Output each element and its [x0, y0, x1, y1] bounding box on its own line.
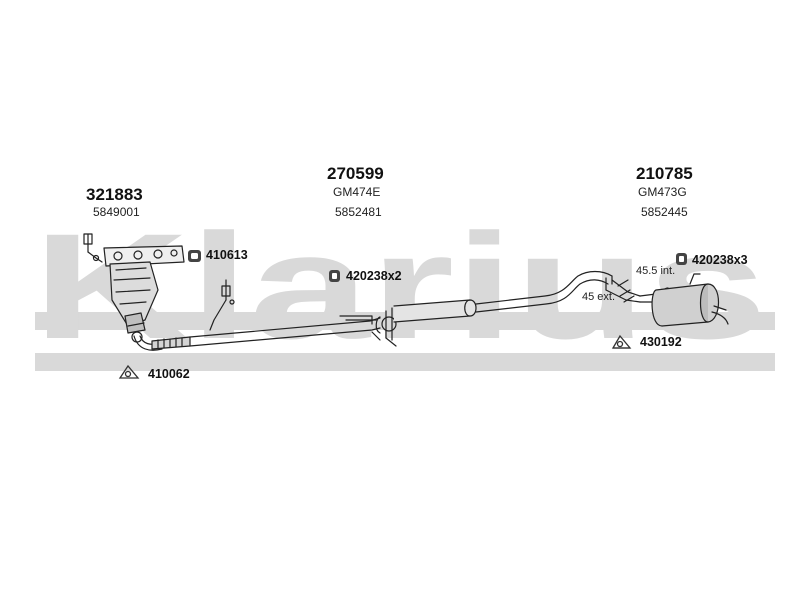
accessory-430192-label: 430192 [640, 335, 682, 349]
part-code-gm474e: GM474E [333, 185, 381, 199]
front-pipe-part [131, 279, 235, 351]
part-number-270599: 270599 [327, 164, 384, 183]
accessory-410062-label: 410062 [148, 367, 190, 381]
manifold-catalyst-part [83, 233, 185, 334]
middle-silencer-part [371, 299, 477, 347]
watermark-underline-bottom [35, 353, 775, 371]
part-code-5849001: 5849001 [93, 205, 140, 219]
intermediate-pipe [189, 315, 381, 347]
external-diameter-note: 45 ext. [582, 291, 616, 303]
part-code-5852481: 5852481 [335, 205, 382, 219]
part-number-210785: 210785 [636, 164, 693, 183]
part-number-321883: 321883 [86, 185, 143, 204]
rear-silencer-part [639, 273, 729, 327]
accessory-420238x3-label: 420238x3 [692, 253, 748, 267]
accessory-420238x2-label: 420238x2 [346, 269, 402, 283]
accessory-410613-label: 410613 [206, 248, 248, 262]
part-code-gm473g: GM473G [638, 185, 687, 199]
hanger-420238-icon-b [676, 253, 687, 265]
internal-diameter-note: 45.5 int. [636, 265, 676, 277]
hanger-420238-icon-a [329, 270, 340, 282]
clamp-430192-icon [611, 334, 632, 349]
tail-pipe [475, 270, 641, 313]
part-code-5852445: 5852445 [641, 205, 688, 219]
gasket-410613-icon [188, 250, 201, 262]
gasket-410062-icon [118, 364, 140, 379]
